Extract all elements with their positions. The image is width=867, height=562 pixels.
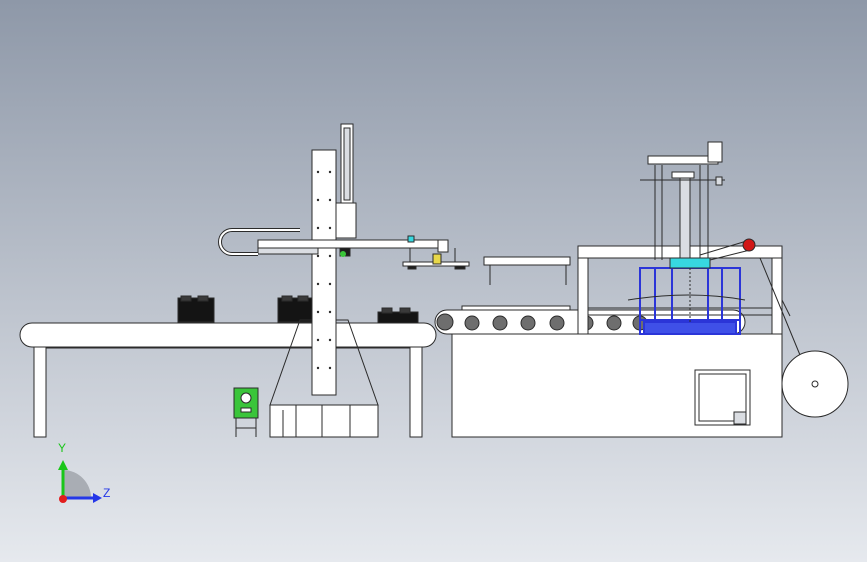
conveyor-belt <box>19 322 437 348</box>
y-axis-label: Y <box>58 441 67 455</box>
gantry-robot[interactable] <box>218 123 470 438</box>
status-led <box>340 251 346 257</box>
coordinate-triad <box>58 460 102 503</box>
product-boxes <box>177 295 419 324</box>
control-cabinet[interactable] <box>233 387 259 437</box>
motor-housing <box>707 141 723 163</box>
drive-pulley <box>742 238 756 252</box>
z-axis-label: Z <box>103 486 111 500</box>
triad-plane <box>63 470 91 498</box>
product-box <box>377 311 419 324</box>
horizontal-arm <box>257 239 449 249</box>
lift-column <box>679 177 691 259</box>
dial-icon <box>240 392 252 404</box>
gantry-column <box>311 149 337 396</box>
wrapping-machine[interactable] <box>451 141 849 438</box>
product-box <box>277 297 315 323</box>
table-leg-right <box>409 346 423 438</box>
sealing-head <box>669 257 711 269</box>
origin-icon <box>59 495 67 503</box>
product-box <box>177 297 215 323</box>
carriage-block <box>335 202 357 239</box>
gantry-base <box>269 404 379 438</box>
table-leg-left <box>33 346 47 438</box>
side-table <box>483 256 571 285</box>
